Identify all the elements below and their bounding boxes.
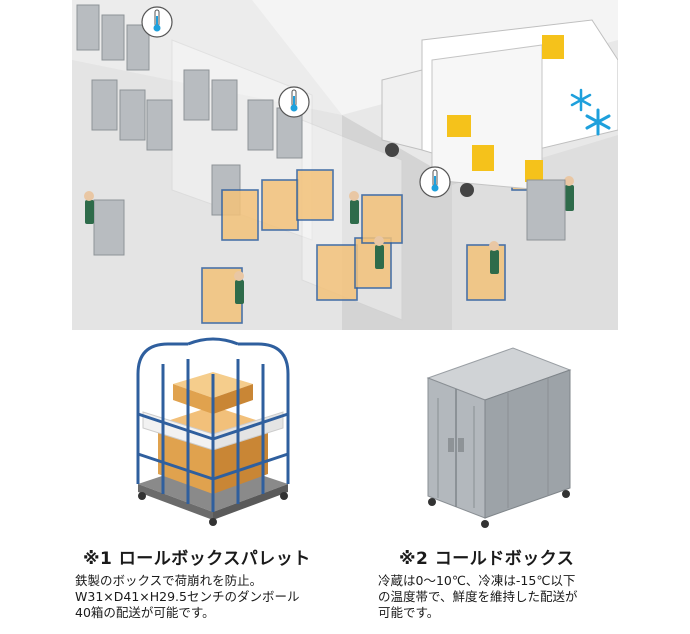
coldbox-illustration: [426, 347, 572, 528]
refrigerated-trucks: [381, 19, 618, 197]
rollbox-pallet-illustration: [136, 337, 290, 526]
coldbox-caption: ※2 コールドボックス: [399, 549, 575, 569]
thermometer-icon: [141, 6, 173, 38]
snowflake-icon: [570, 88, 592, 112]
warehouse-illustration: [72, 0, 618, 330]
rollbox-pallet-description: 鉄製のボックスで荷崩れを防止。 W31×D41×H29.5センチのダンボール 4…: [75, 573, 300, 620]
workers: [84, 176, 574, 304]
thermometer-icon: [278, 86, 310, 118]
thermometer-icon: [419, 166, 451, 198]
coldbox-description: 冷蔵は0〜10℃、冷凍は-15℃以下 の温度帯で、鮮度を維持した配送が 可能です…: [378, 573, 578, 620]
snowflake-icon: [585, 108, 611, 136]
rollbox-pallet-caption: ※1 ロールボックスパレット: [83, 549, 311, 569]
